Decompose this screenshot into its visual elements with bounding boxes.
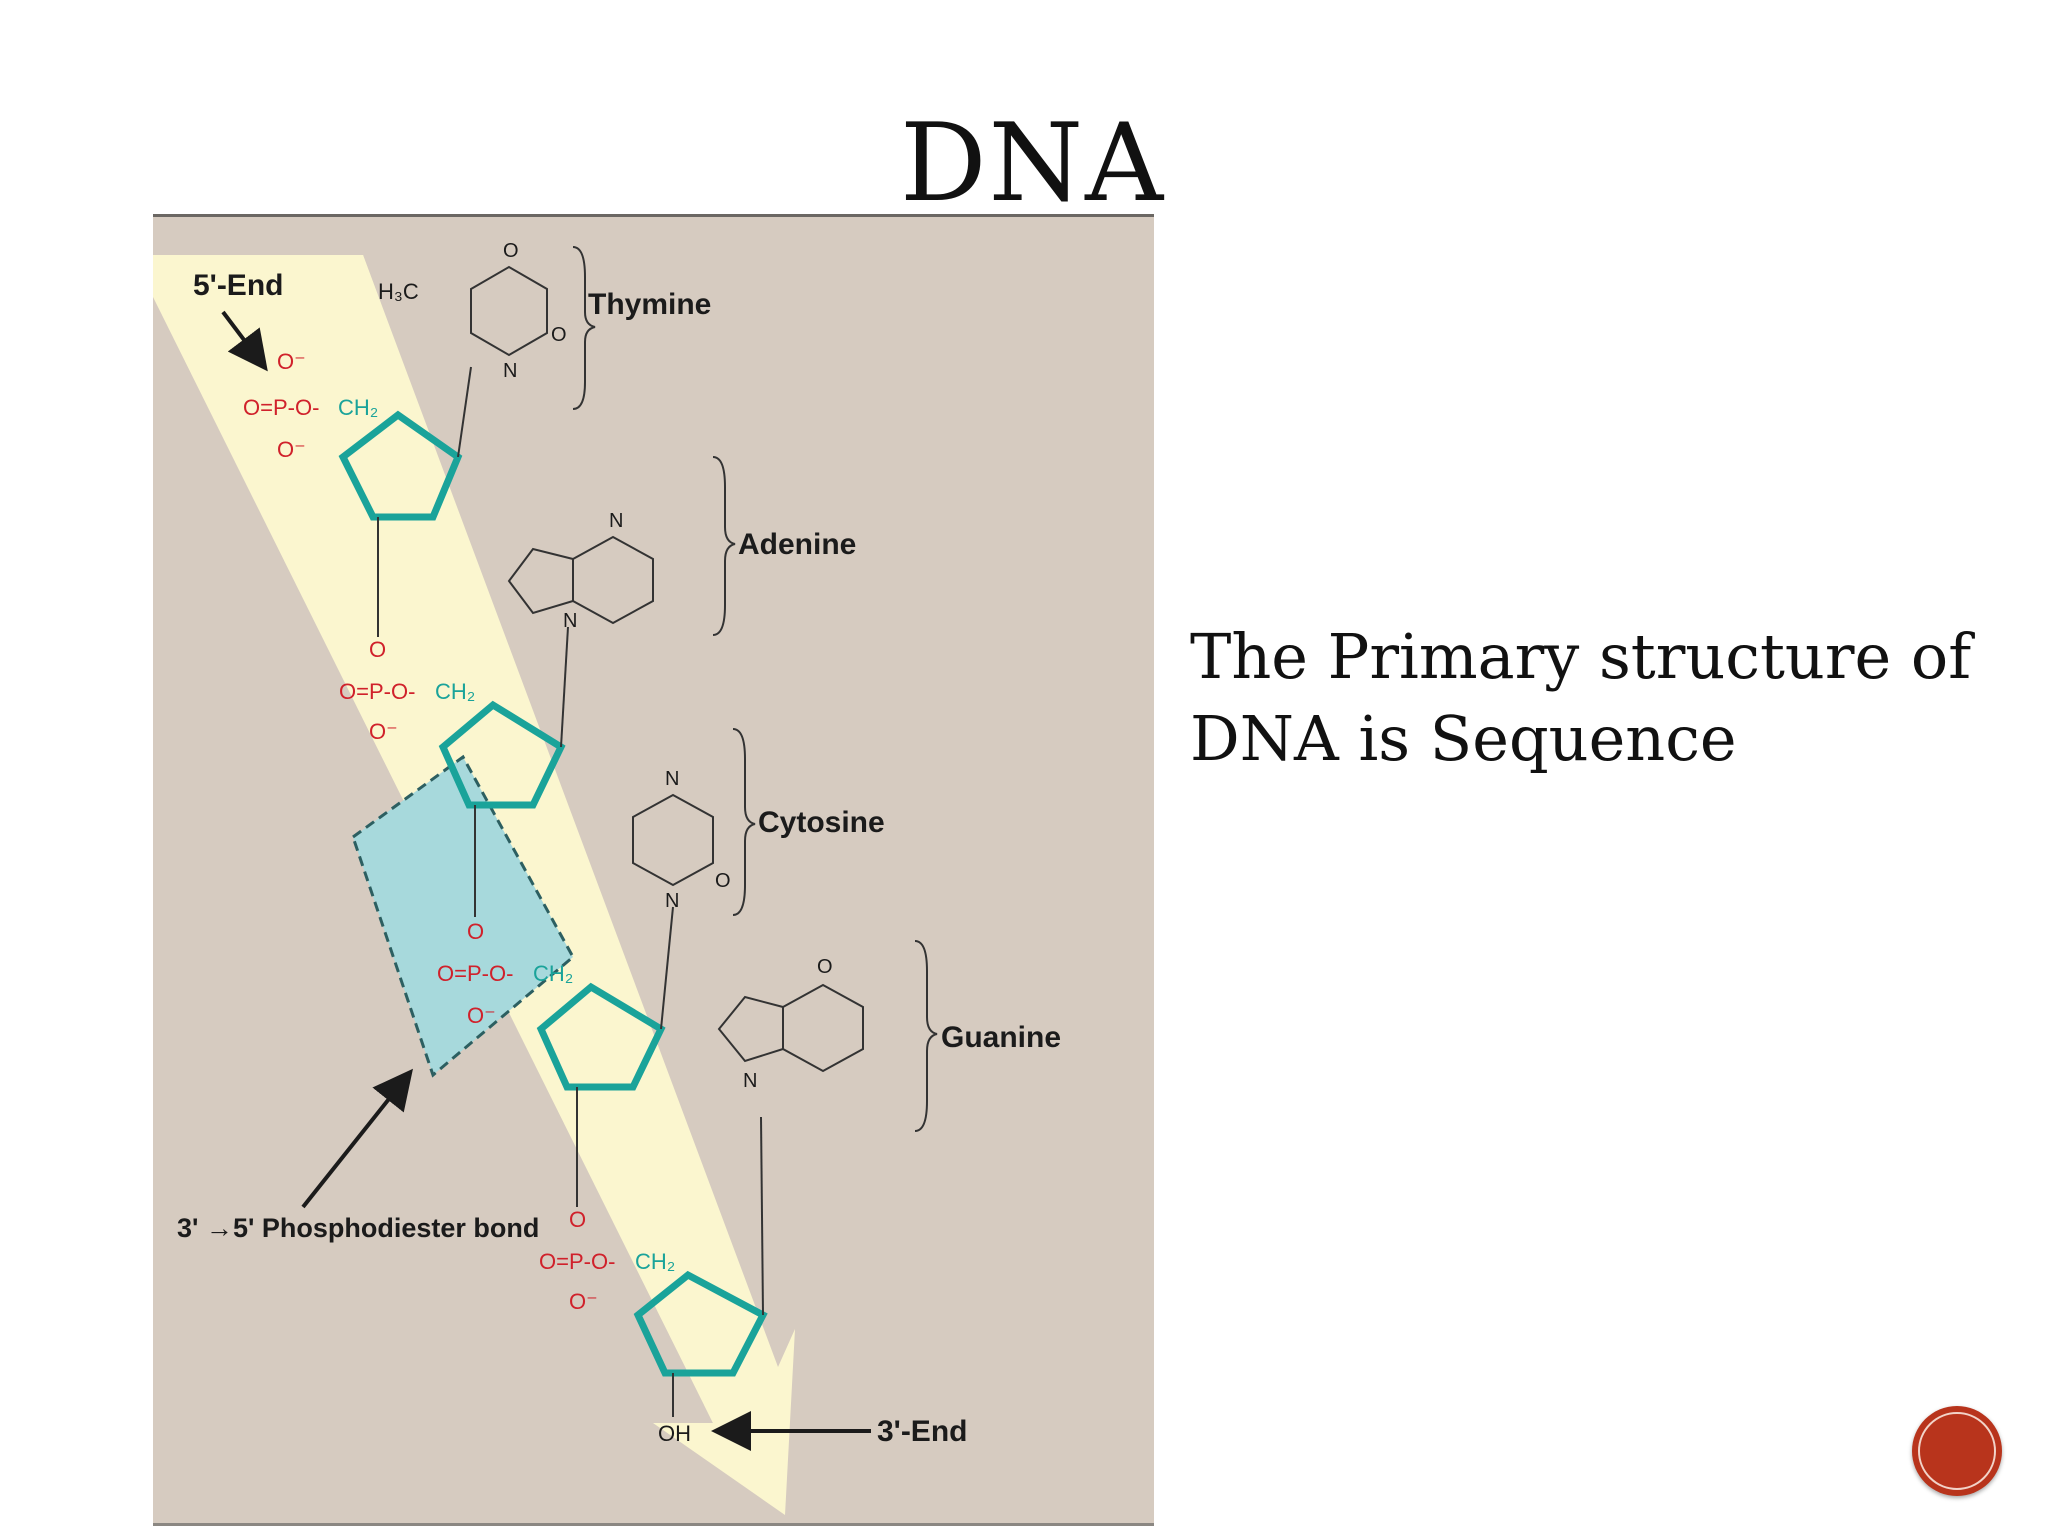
guanine-structure <box>717 983 864 1073</box>
phosphate-o-top: O⁻ <box>277 349 306 374</box>
phosphate-ope: O=P-O- <box>437 961 513 986</box>
phosphate-o: O <box>369 637 386 662</box>
phosphate-o: O <box>467 919 484 944</box>
phosphodiester-highlight <box>351 754 575 1078</box>
thymine-structure <box>470 265 548 357</box>
cytosine-n1: N <box>665 890 679 912</box>
phosphate-o-bottom: O⁻ <box>467 1003 496 1028</box>
h3c-label: H₃C <box>378 279 419 304</box>
phosphate-o-bottom: O⁻ <box>277 437 306 462</box>
guanine-n9: N <box>743 1070 757 1092</box>
sugar-ring-1 <box>338 410 463 521</box>
phosphate-o: O <box>569 1207 586 1232</box>
cytosine-n-amino: N <box>665 768 679 790</box>
slide-body-text: The Primary structure of DNA is Sequence <box>1190 620 1972 775</box>
ch2-label: CH₂ <box>533 961 573 986</box>
phosphodiester-bond-label: 3' →5' Phosphodiester bond <box>177 1213 539 1243</box>
sugar-ring-4 <box>633 1270 768 1377</box>
cytosine-structure <box>632 793 714 887</box>
slide-nav-button[interactable] <box>1912 1406 2002 1496</box>
thymine-label: Thymine <box>588 288 711 321</box>
thymine-n: N <box>503 360 517 382</box>
guanine-label: Guanine <box>941 1021 1061 1054</box>
phosphate-ope: O=P-O- <box>539 1249 615 1274</box>
five-end-label: 5'-End <box>193 269 283 302</box>
phosphate-o-bottom: O⁻ <box>569 1289 598 1314</box>
adenine-n-amino: N <box>609 510 623 532</box>
nucleotide-3: O O=P-O- O⁻ CH₂ <box>437 805 674 1091</box>
sugar-ring-2 <box>438 700 566 809</box>
cytosine-o: O <box>715 870 731 892</box>
phosphate-ope: O=P-O- <box>339 679 415 704</box>
adenine-structure <box>507 535 654 625</box>
ch2-label: CH₂ <box>635 1249 675 1274</box>
cytosine-label: Cytosine <box>758 806 885 839</box>
three-end-label: 3'-End <box>877 1415 967 1448</box>
five-end-arrow <box>221 310 268 372</box>
phosphate-o-bottom: O⁻ <box>369 719 398 744</box>
thymine-o-top: O <box>503 240 519 262</box>
bond-arrow <box>301 1068 413 1209</box>
ch2-label: CH₂ <box>435 679 475 704</box>
nucleotide-2: O O=P-O- O⁻ CH₂ <box>339 517 569 809</box>
nucleotide-4: O O=P-O- O⁻ CH₂ OH <box>539 1087 768 1446</box>
ch2-label: CH₂ <box>338 395 378 420</box>
adenine-n9: N <box>563 610 577 632</box>
dna-structure-figure: 5'-End O⁻ O=P-O- O⁻ CH₂ O O=P-O- O⁻ CH₂ … <box>153 214 1154 1526</box>
thymine-o-right: O <box>551 324 567 346</box>
sugar-ring-3 <box>536 982 666 1091</box>
nucleotide-1: O⁻ O=P-O- O⁻ CH₂ <box>243 349 472 521</box>
oh-label: OH <box>658 1421 691 1446</box>
phosphate-ope: O=P-O- <box>243 395 319 420</box>
guanine-o: O <box>817 956 833 978</box>
nav-button-ring <box>1918 1412 1996 1490</box>
slide-title: DNA <box>900 101 1166 226</box>
adenine-label: Adenine <box>738 528 856 561</box>
